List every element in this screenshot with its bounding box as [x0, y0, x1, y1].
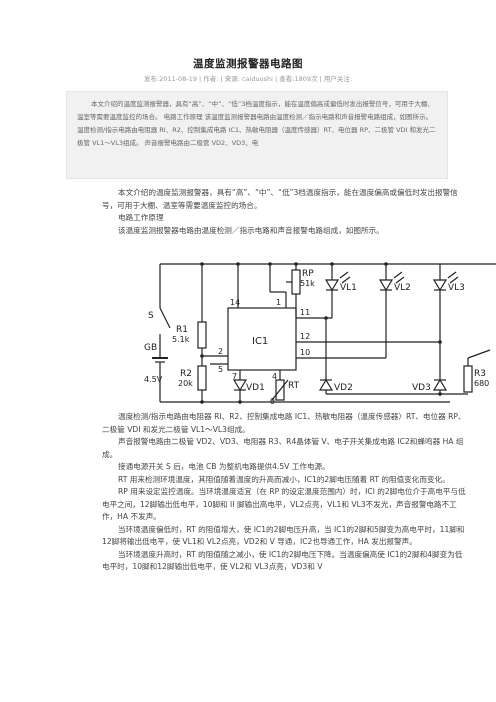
label-r1-value: 5.1k: [172, 335, 190, 344]
label-vd3: VD3: [412, 383, 431, 393]
section-heading: 电路工作原理: [118, 213, 164, 222]
label-switch: S: [148, 311, 154, 321]
body-paragraph: RP 用来设定监控温度。当环境温度适宜（在 RP 的设定温度范围内）时，ICl …: [102, 487, 466, 521]
label-r3-value: 680: [474, 379, 489, 388]
label-r3: R3: [474, 369, 486, 379]
label-r2-value: 20k: [178, 379, 193, 388]
label-pin-14: 14: [230, 298, 240, 307]
body-paragraph: 温度检测/指示电路由电阻器 RI、R2、控制集成电路 IC1、热敏电阻器（温度传…: [102, 412, 466, 434]
article-title: 温度监测报警器电路图: [193, 58, 303, 70]
label-battery: GB: [144, 343, 157, 353]
intro-text: 本文介绍的温度监测报警器，具有“高”、“中”、“低”3档温度指示，能在温度偏高或…: [102, 187, 468, 237]
label-pin-1: 1: [276, 298, 281, 307]
article-body: 温度检测/指示电路由电阻器 RI、R2、控制集成电路 IC1、热敏电阻器（温度传…: [102, 411, 468, 574]
body-paragraph: 当环境温度升高时，RT 的阻值随之减小，使 IC1的2脚电压下降。当温度偏高使 …: [102, 549, 463, 572]
label-pin-2: 2: [218, 347, 223, 356]
circuit-diagram: S GB 4.5V R1 5.1k R2 20k VD1 RP 51k IC1 …: [144, 262, 496, 406]
label-pin-4: 4: [272, 372, 277, 381]
label-pin-10: 10: [300, 348, 310, 357]
label-vd1: VD1: [246, 383, 265, 393]
label-rp: RP: [302, 269, 314, 279]
label-vd2: VD2: [334, 383, 353, 393]
label-vl1: VL1: [340, 283, 357, 293]
article-summary-box: 本文介绍的温度监测报警器，具有“高”、“中”、“低”3档温度指示，能在温度偏高或…: [66, 91, 448, 179]
article-meta: 发布:2011-08-19 | 作者: | 来源: caiduoshi | 查看…: [143, 75, 353, 83]
label-pin-7: 7: [232, 372, 237, 381]
body-paragraph: 当环境温度偏低时，RT 的阻值增大，使 IC1的2脚电压升高，当 IC1的2脚和…: [102, 524, 465, 547]
label-pin-11: 11: [300, 308, 310, 317]
label-pin-12: 12: [300, 332, 310, 341]
label-ic1: IC1: [252, 336, 268, 347]
label-vl2: VL2: [394, 283, 411, 293]
label-r2: R2: [180, 369, 192, 379]
label-vl3: VL3: [448, 283, 465, 293]
body-paragraph: 声音报警电路由二极管 VD2、VD3、电阻器 R3、R4晶体管 V、电子开关集成…: [102, 437, 464, 459]
label-pin-5: 5: [218, 365, 223, 374]
label-theta: θ: [270, 397, 275, 406]
body-paragraph: RT 用来检测环境温度，其阻值随着温度的升高而减小，IC1的2脚电压随着 RT …: [118, 474, 450, 484]
label-rt: RT: [288, 381, 300, 391]
body-paragraph: 接通电源开关 S 后，电池 CB 为整机电路提供4.5V 工作电源。: [118, 462, 330, 471]
label-rp-value: 51k: [300, 279, 315, 288]
label-battery-voltage: 4.5V: [144, 375, 163, 384]
intro-paragraph: 本文介绍的温度监测报警器，具有“高”、“中”、“低”3档温度指示，能在温度偏高或…: [102, 188, 458, 210]
intro-paragraph: 该温度监测报警器电路由温度检测／指示电路和声音报警电路组成，如图所示。: [118, 225, 384, 235]
summary-text: 本文介绍的温度监测报警器，具有“高”、“中”、“低”3档温度指示，能在温度偏高或…: [77, 100, 436, 147]
label-r1: R1: [176, 325, 188, 335]
